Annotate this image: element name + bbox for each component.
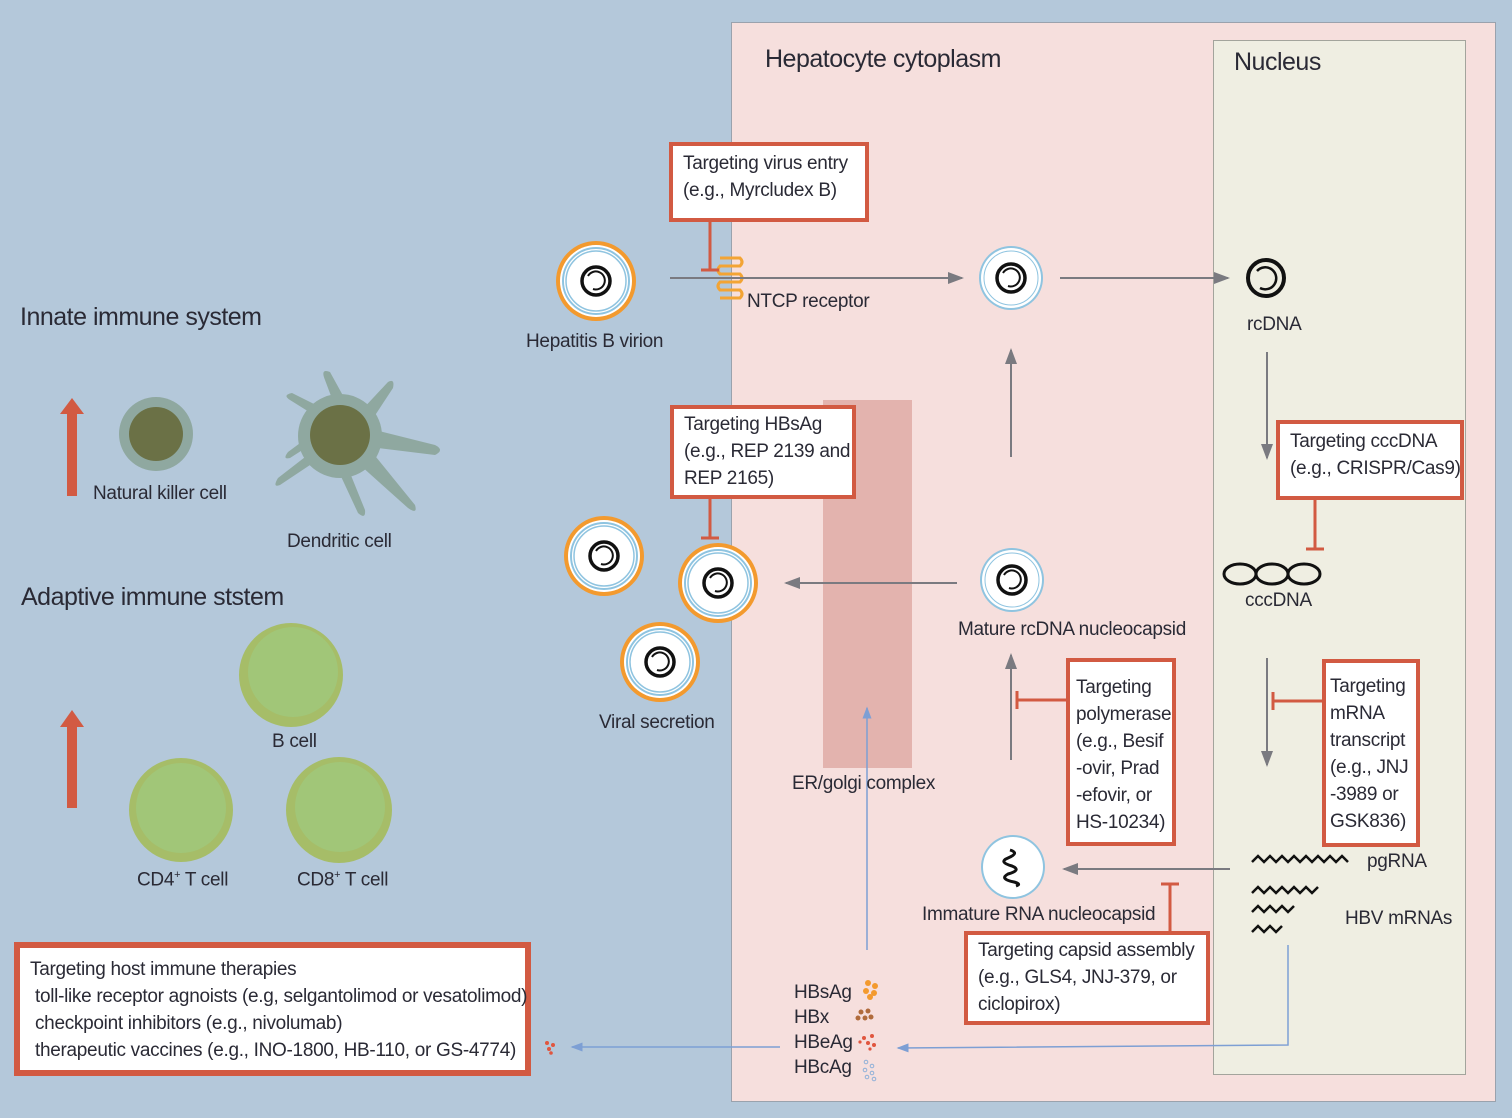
hbv-mrnas-label: HBV mRNAs [1345, 908, 1453, 929]
hbsag-particles-icon [863, 980, 878, 1000]
immature-nucleocapsid-label: Immature RNA nucleocapsid [922, 904, 1156, 925]
pgrna-icon [1251, 854, 1349, 864]
box-targeting-cccdna: Targeting cccDNA (e.g., CRISPR/Cas9) [1276, 420, 1464, 500]
cd8-t-cell-icon [286, 757, 392, 863]
adaptive-increase-arrow-icon [60, 710, 84, 808]
mrna-inhibitor-icon [1271, 692, 1323, 710]
hbx-particles-icon [855, 1008, 874, 1021]
dendritic-cell-label: Dendritic cell [287, 531, 392, 552]
secreted-virion-icon [618, 620, 702, 704]
entry-inhibitor-icon [701, 220, 719, 272]
rcdna-icon [1246, 258, 1286, 298]
nk-cell-label: Natural killer cell [93, 483, 227, 504]
adaptive-immune-title: Adaptive immune ststem [21, 583, 284, 611]
dendritic-cell-icon [275, 371, 440, 516]
polymerase-inhibitor-icon [1015, 691, 1067, 709]
immature-rna-nucleocapsid-icon [981, 835, 1045, 899]
cccdna-label: cccDNA [1245, 590, 1312, 611]
cd4-t-cell-icon [129, 758, 233, 862]
flow-arrows [670, 272, 1273, 875]
secreted-virion-icon [676, 541, 760, 625]
rcdna-label: rcDNA [1247, 314, 1302, 335]
natural-killer-cell-icon [119, 397, 193, 471]
nucleus-region [1213, 40, 1466, 1075]
box-targeting-mrna-transcript: Targeting mRNA transcript (e.g., JNJ -39… [1322, 659, 1420, 847]
hbv-mrnas-icon [1251, 885, 1319, 934]
cccdna-icon [1222, 562, 1322, 586]
antigen-label-hbcag: HBcAg [794, 1057, 852, 1078]
viral-secretion-label: Viral secretion [599, 712, 715, 733]
uncoated-nucleocapsid-icon [977, 244, 1045, 312]
hbeag-particles-icon [858, 1034, 876, 1051]
box-targeting-host-immune: Targeting host immune therapies toll-lik… [14, 942, 531, 1076]
box-targeting-hbsag: Targeting HBsAg (e.g., REP 2139 and REP … [670, 405, 856, 499]
ntcp-label: NTCP receptor [747, 291, 870, 312]
hbsag-inhibitor-icon [701, 497, 719, 540]
mature-nucleocapsid-label: Mature rcDNA nucleocapsid [958, 619, 1186, 640]
pgrna-label: pgRNA [1367, 851, 1427, 872]
cytoplasm-title: Hepatocyte cytoplasm [765, 45, 1001, 73]
antigen-label-hbsag: HBsAg [794, 982, 852, 1003]
innate-immune-title: Innate immune system [20, 303, 262, 331]
secreted-virion-icon [562, 514, 646, 598]
box-targeting-virus-entry: Targeting virus entry (e.g., Myrcludex B… [669, 142, 869, 222]
box-targeting-capsid-assembly: Targeting capsid assembly (e.g., GLS4, J… [964, 931, 1210, 1025]
box-targeting-polymerase: Targeting polymerase (e.g., Besif -ovir,… [1066, 658, 1176, 846]
innate-increase-arrow-icon [60, 398, 84, 496]
cccdna-inhibitor-icon [1306, 500, 1324, 551]
secreted-antigen-icon [545, 1041, 555, 1055]
antigen-label-hbeag: HBeAg [794, 1032, 853, 1053]
inhibitor-bars [701, 220, 1324, 932]
nucleus-title: Nucleus [1234, 48, 1321, 76]
b-cell-label: B cell [272, 731, 317, 752]
golgi-label: ER/golgi complex [792, 773, 936, 794]
b-cell-icon [239, 623, 343, 727]
cd8-t-cell-label: CD8+ T cell [297, 869, 389, 891]
antigen-arrows [570, 706, 1289, 1053]
virion-label: Hepatitis B virion [526, 331, 664, 352]
cd4-t-cell-label: CD4+ T cell [137, 869, 229, 891]
capsid-inhibitor-icon [1161, 882, 1179, 932]
hbcag-particles-icon [862, 1059, 877, 1082]
mature-nucleocapsid-icon [978, 546, 1046, 614]
hepatitis-b-virion-icon [554, 239, 638, 323]
antigen-label-hbx: HBx [794, 1007, 829, 1028]
